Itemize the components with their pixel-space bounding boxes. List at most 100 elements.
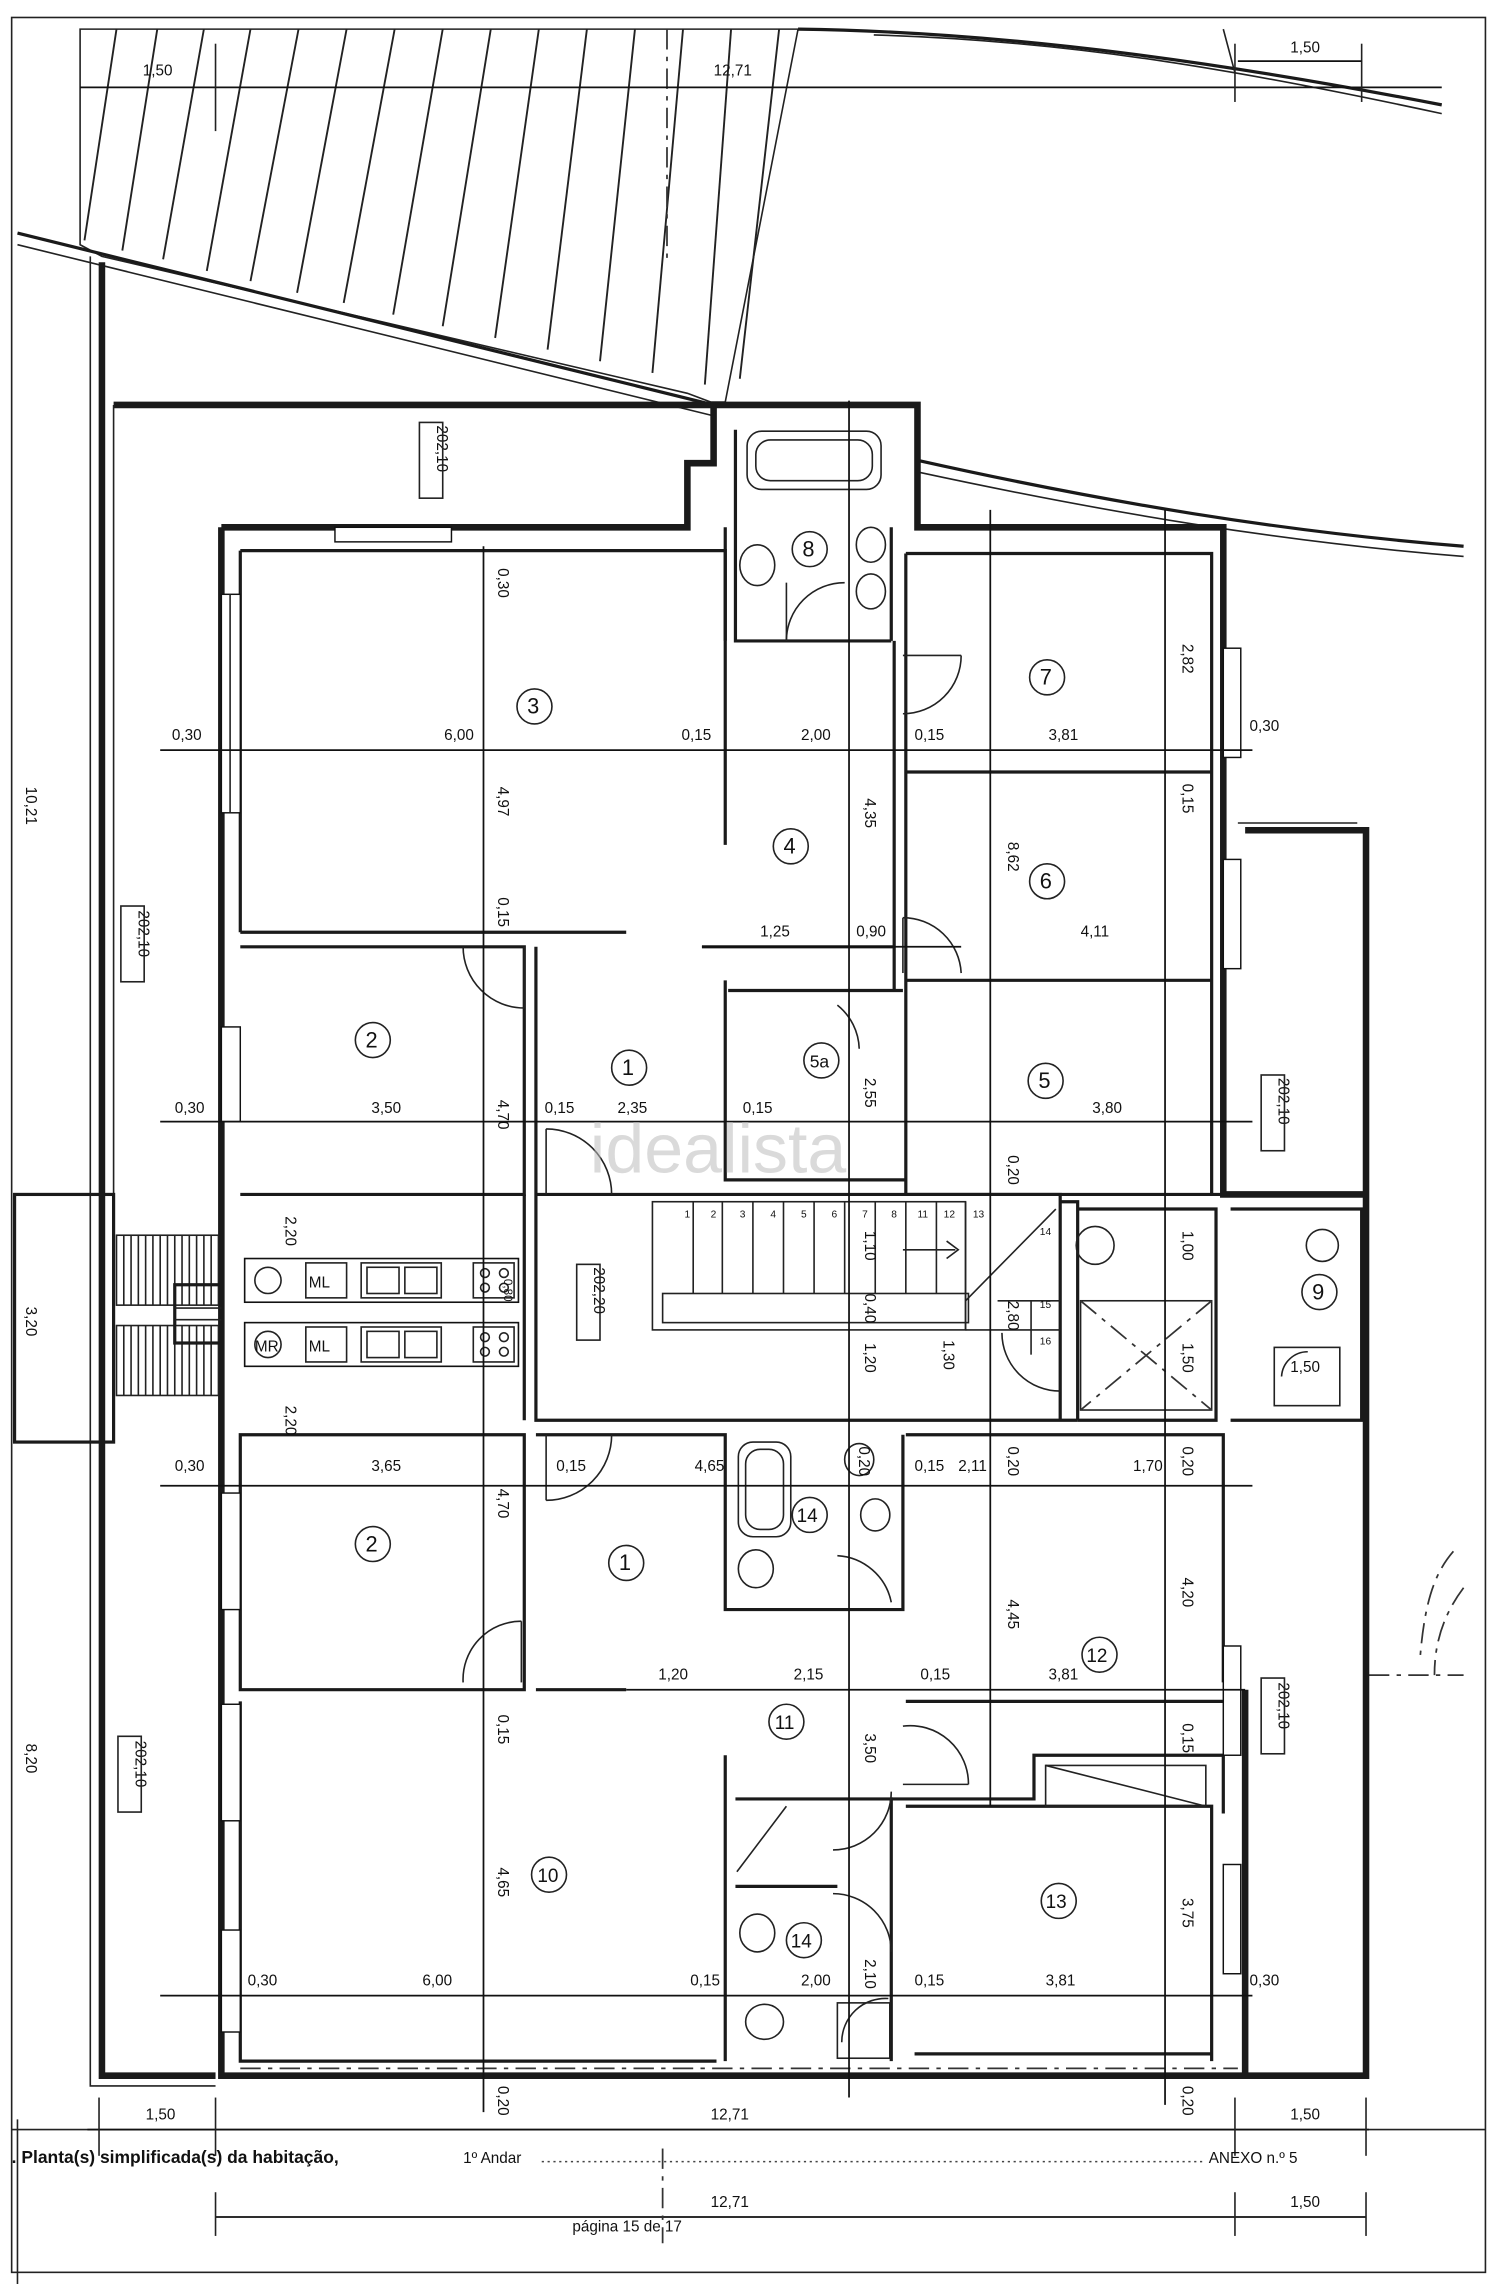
room-5a: 5a	[810, 1052, 830, 1072]
dim-10-21: 10,21	[22, 787, 39, 825]
bottom-dim-3: 1,50	[1290, 2106, 1320, 2123]
dim-3-81-c: 3,81	[1046, 1972, 1076, 1989]
road-curves	[798, 27, 1465, 1677]
bottom-dim-1: 1,50	[146, 2106, 176, 2123]
level-tag-3: 202,10	[1275, 1078, 1292, 1125]
dim-2-35: 2,35	[617, 1100, 647, 1117]
dim-0-15-i: 0,15	[915, 1972, 945, 1989]
elevator-shaft	[1079, 1299, 1213, 1411]
room-6: 6	[1040, 869, 1052, 894]
dim-0-30-d: 0,30	[175, 1458, 205, 1475]
dim-2-82: 2,82	[1179, 644, 1196, 674]
footer-annex: ANEXO n.º 5	[1209, 2150, 1298, 2167]
step-6: 6	[832, 1210, 838, 1221]
dim-4-97: 4,97	[494, 787, 511, 817]
top-dim-2: 12,71	[714, 63, 752, 80]
dim-0-15-d: 0,15	[743, 1100, 773, 1117]
step-13: 13	[973, 1210, 985, 1221]
dim-1-30: 1,30	[940, 1340, 957, 1370]
dim-0-20-v3: 0,20	[1004, 1155, 1021, 1185]
dim-1-50-v: 1,50	[1179, 1343, 1196, 1373]
dim-2-20-a: 2,20	[281, 1216, 298, 1246]
step-1: 1	[684, 1210, 690, 1221]
sheet-border	[10, 16, 1487, 2274]
room-10: 10	[537, 1866, 558, 1887]
dim-0-15-v2: 0,15	[494, 1714, 511, 1744]
dim-0-30-b: 0,30	[1250, 718, 1280, 735]
dim-0-15-v3: 0,15	[1179, 784, 1196, 814]
dim-2-00-b: 2,00	[801, 1972, 831, 1989]
dim-0-15-v1: 0,15	[494, 897, 511, 927]
dim-6-00-a: 6,00	[444, 727, 474, 744]
dim-2-00-a: 2,00	[801, 727, 831, 744]
step-15: 15	[1040, 1300, 1052, 1311]
dim-2-80: 2,80	[1004, 1301, 1021, 1331]
dim-0-15-g: 0,15	[920, 1666, 950, 1683]
dim-1-70: 1,70	[1133, 1458, 1163, 1475]
dim-0-30-e: 0,30	[248, 1972, 278, 1989]
dim-3-81-a: 3,81	[1049, 727, 1079, 744]
dim-0-15-v4: 0,15	[1179, 1723, 1196, 1753]
dim-0-30-f: 0,30	[1250, 1972, 1280, 1989]
mr-label: MR	[255, 1339, 279, 1356]
dim-3-80: 3,80	[1092, 1100, 1122, 1117]
top-dimension	[80, 43, 1442, 132]
room-14-top: 14	[797, 1506, 818, 1527]
step-4: 4	[770, 1210, 776, 1221]
bottom-dim-2: 12,71	[711, 2106, 749, 2123]
dim-1-00: 1,00	[1179, 1231, 1196, 1261]
room-4: 4	[783, 834, 795, 859]
dimension-lines	[16, 400, 1253, 2284]
room-9: 9	[1312, 1279, 1324, 1304]
dim-2-55: 2,55	[861, 1078, 878, 1108]
dim-1-20-h: 1,20	[658, 1666, 688, 1683]
dim-4-70-a: 4,70	[494, 1100, 511, 1130]
room-13: 13	[1046, 1892, 1067, 1913]
dim-0-30-a: 0,30	[172, 727, 202, 744]
dim-0-15-e: 0,15	[556, 1458, 586, 1475]
dim-1-25: 1,25	[760, 924, 790, 941]
door-swings	[462, 654, 1308, 2043]
room-7: 7	[1040, 665, 1052, 690]
dim-1-10: 1,10	[861, 1231, 878, 1261]
step-14: 14	[1040, 1227, 1052, 1238]
room-1-top: 1	[622, 1055, 634, 1080]
dim-4-65-h: 4,65	[695, 1458, 725, 1475]
level-tag-2: 202,10	[134, 910, 151, 957]
dim-2-15: 2,15	[794, 1666, 824, 1683]
level-tag-6: 202,20	[590, 1267, 607, 1314]
level-tag-boxes	[117, 421, 1286, 1813]
dim-4-65-v: 4,65	[494, 1867, 511, 1897]
room-5: 5	[1038, 1068, 1050, 1093]
dim-3-20: 3,20	[22, 1307, 39, 1337]
dim-0-80: 0,80	[501, 1279, 514, 1302]
watermark: idealista	[590, 1110, 847, 1188]
bottom-dim-4: 12,71	[711, 2194, 749, 2211]
dim-0-20-v2: 0,20	[855, 1446, 872, 1476]
step-8: 8	[891, 1210, 897, 1221]
room-12: 12	[1086, 1646, 1107, 1667]
staircase	[651, 1200, 1061, 1355]
ml-label-1: ML	[309, 1275, 330, 1292]
dim-0-20-v6: 0,20	[1179, 1446, 1196, 1476]
dim-0-15-b: 0,15	[915, 727, 945, 744]
windows	[220, 526, 1242, 2033]
dim-0-30-v: 0,30	[494, 568, 511, 598]
top-dim-3: 1,50	[1290, 39, 1320, 56]
dim-4-70-b: 4,70	[494, 1489, 511, 1519]
dim-4-45: 4,45	[1004, 1599, 1021, 1629]
room-14-bottom: 14	[791, 1932, 812, 1953]
level-tag-5: 202,10	[131, 1741, 148, 1788]
dim-3-65: 3,65	[371, 1458, 401, 1475]
dim-3-75: 3,75	[1179, 1898, 1196, 1928]
dim-1-20-v: 1,20	[861, 1343, 878, 1373]
dim-3-50: 3,50	[371, 1100, 401, 1117]
step-16: 16	[1040, 1336, 1052, 1347]
dim-8-62: 8,62	[1004, 842, 1021, 872]
bath-fixtures	[736, 430, 1341, 2060]
step-7: 7	[862, 1210, 868, 1221]
room-2-bottom: 2	[366, 1531, 378, 1556]
dim-2-11: 2,11	[958, 1458, 987, 1475]
dim-2-10: 2,10	[861, 1959, 878, 1989]
